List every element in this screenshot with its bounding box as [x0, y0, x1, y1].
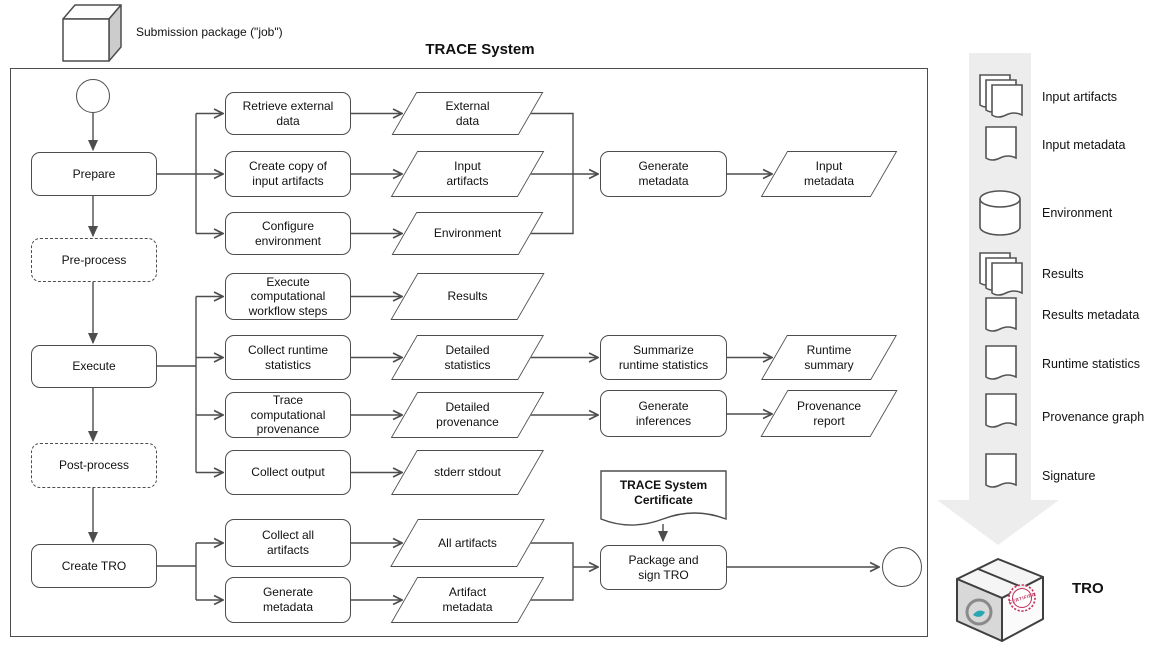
legend-label: Provenance graph [1042, 410, 1145, 424]
task-package-sign-tro: Package and sign TRO [600, 545, 727, 590]
data-input-artifacts: Input artifacts [390, 151, 545, 197]
phase-prepare: Prepare [31, 152, 157, 196]
legend-label: Results [1042, 267, 1084, 281]
task-collect-output: Collect output [225, 450, 351, 495]
task-summarize-runtime: Summarize runtime statistics [600, 335, 727, 380]
legend-label: Runtime statistics [1042, 357, 1140, 371]
task-trace-provenance: Trace computational provenance [225, 392, 351, 438]
end-event [882, 547, 922, 587]
submission-package-label: Submission package ("job") [136, 25, 283, 39]
task-create-copy: Create copy of input artifacts [225, 151, 351, 197]
data-results: Results [390, 273, 545, 320]
data-runtime-summary: Runtime summary [760, 335, 898, 380]
start-event [76, 79, 110, 113]
data-all-artifacts: All artifacts [390, 519, 545, 567]
data-detailed-provenance: Detailed provenance [390, 392, 545, 438]
tro-package-icon: CERTIFIED [956, 558, 1044, 642]
legend-label: Environment [1042, 206, 1113, 220]
data-external-data: External data [390, 92, 545, 135]
task-generate-metadata: Generate metadata [600, 151, 727, 197]
cube-icon [62, 4, 122, 62]
legend-label: Signature [1042, 469, 1096, 483]
data-input-metadata: Input metadata [760, 151, 898, 197]
task-collect-all-artifacts: Collect all artifacts [225, 519, 351, 567]
documents-icon [979, 252, 1023, 296]
data-environment: Environment [390, 212, 545, 255]
document-icon [985, 345, 1017, 380]
documents-icon [979, 74, 1023, 118]
document-icon [985, 297, 1017, 332]
document-icon [985, 453, 1017, 488]
legend-label: Input artifacts [1042, 90, 1118, 104]
task-generate-metadata-2: Generate metadata [225, 577, 351, 623]
phase-postprocess: Post-process [31, 443, 157, 488]
tro-label: TRO [1072, 580, 1104, 597]
task-generate-inferences: Generate inferences [600, 390, 727, 437]
document-shape [600, 470, 727, 526]
document-icon [985, 126, 1017, 161]
phase-execute: Execute [31, 345, 157, 388]
task-execute-workflow-steps: Execute computational workflow steps [225, 273, 351, 320]
task-retrieve-external-data: Retrieve external data [225, 92, 351, 135]
task-collect-runtime-statistics: Collect runtime statistics [225, 335, 351, 380]
data-stderr-stdout: stderr stdout [390, 450, 545, 495]
trace-system-boundary [10, 68, 928, 637]
task-configure-environment: Configure environment [225, 212, 351, 255]
data-detailed-statistics: Detailed statistics [390, 335, 545, 380]
legend-label: Results metadata [1042, 308, 1140, 322]
phase-create-tro: Create TRO [31, 544, 157, 588]
diagram-title: TRACE System [425, 41, 535, 58]
data-artifact-metadata: Artifact metadata [390, 577, 545, 623]
phase-preprocess: Pre-process [31, 238, 157, 282]
legend-label: Input metadata [1042, 138, 1126, 152]
data-provenance-report: Provenance report [760, 390, 898, 437]
trace-system-certificate: TRACE System Certificate [600, 470, 727, 532]
database-icon [979, 190, 1021, 236]
document-icon [985, 393, 1017, 428]
